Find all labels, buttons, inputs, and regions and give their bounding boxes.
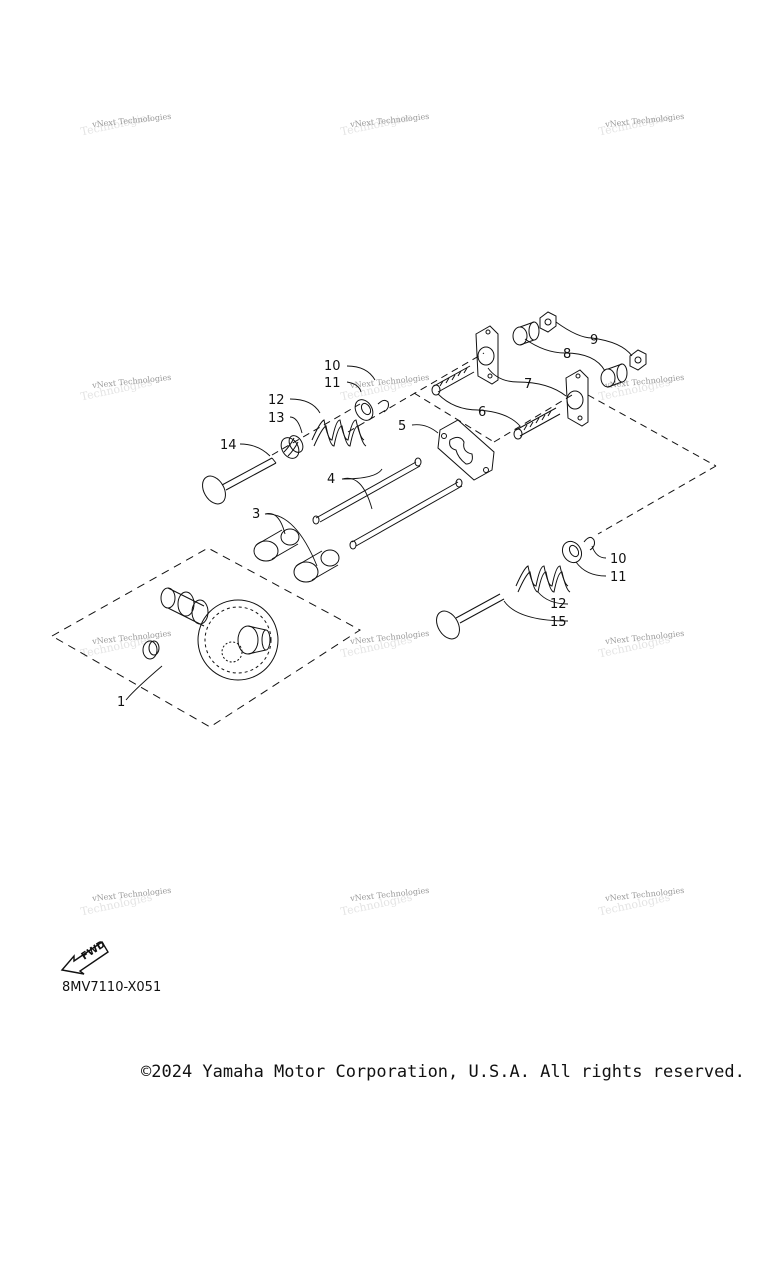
collet-10-upper: [377, 399, 389, 413]
retainer-11-upper: [354, 399, 374, 421]
callout-10-lower: 10: [610, 552, 627, 567]
pivot-8-upper: [512, 321, 540, 346]
rocker-arm-7-lower: [565, 369, 589, 427]
callout-1: 1: [117, 695, 125, 710]
callout-labels: 1 3 4 5 6 7 8 9 10 11 12 13 14 10 11 12 …: [117, 333, 627, 710]
pushrod-4: [312, 457, 463, 550]
callout-12-lower: 12: [550, 597, 567, 612]
pivot-8-lower: [600, 363, 628, 388]
valve-14: [202, 457, 277, 505]
nut-9-lower: [629, 349, 647, 371]
callout-11-upper: 11: [324, 376, 341, 391]
callout-11-lower: 11: [610, 570, 627, 585]
spring-12-upper: [311, 419, 367, 447]
camshaft-assembly-box: [50, 547, 361, 728]
valve-15: [436, 593, 505, 640]
copyright-notice: ©2024 Yamaha Motor Corporation, U.S.A. A…: [141, 1062, 745, 1082]
callout-8: 8: [563, 347, 571, 362]
callout-3: 3: [252, 507, 260, 522]
callout-9: 9: [590, 333, 598, 348]
callout-4: 4: [327, 472, 335, 487]
callout-15: 15: [550, 615, 567, 630]
forward-arrow-icon: FWD: [60, 939, 109, 975]
lifter-3: [253, 528, 340, 583]
callout-12-upper: 12: [268, 393, 285, 408]
leader-lines: [125, 321, 633, 701]
nut-9-upper: [539, 311, 557, 333]
callout-13: 13: [268, 411, 285, 426]
stud-6-lower: [513, 407, 561, 440]
rocker-arm-7-upper: [475, 325, 499, 385]
retainer-11-lower: [561, 540, 583, 564]
callout-5: 5: [398, 419, 406, 434]
callout-7: 7: [524, 377, 532, 392]
callout-14: 14: [220, 438, 237, 453]
plate-5: [437, 419, 495, 481]
callout-10-upper: 10: [324, 359, 341, 374]
callout-6: 6: [478, 405, 486, 420]
spring-12-lower: [515, 565, 571, 593]
stud-6-upper: [431, 365, 475, 396]
seal-13: [280, 435, 304, 459]
camshaft-1: [142, 587, 279, 681]
diagram-code: 8MV7110-X051: [62, 980, 162, 995]
